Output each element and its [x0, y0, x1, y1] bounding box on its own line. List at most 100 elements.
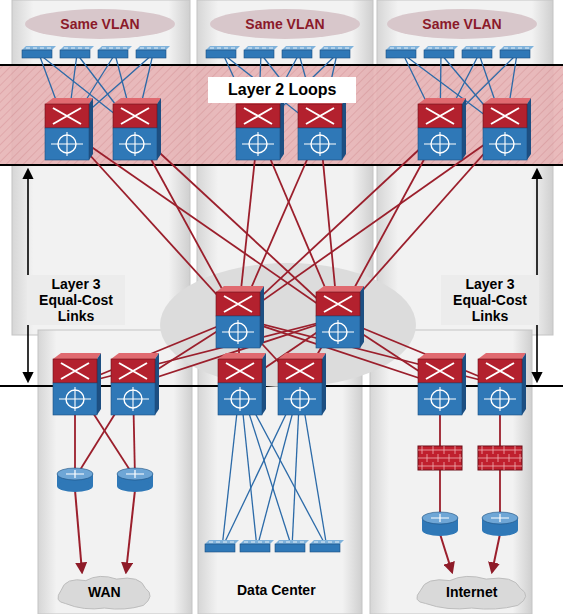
switch-arrows: [306, 108, 334, 124]
switch-arrows: [286, 363, 314, 379]
switch-front: [206, 50, 236, 58]
brick-line: [438, 454, 439, 462]
port-mark: [442, 48, 446, 49]
building-panel: [377, 0, 553, 335]
switch-card: [418, 104, 462, 128]
brick-line: [498, 454, 499, 462]
switch-side: [322, 353, 326, 415]
layer3-switch: [478, 353, 526, 415]
switch-top: [218, 353, 266, 359]
port-mark: [293, 48, 297, 49]
brick-line: [455, 462, 456, 470]
switch-card: [236, 104, 280, 128]
port-mark: [286, 542, 290, 543]
port-mark: [40, 48, 44, 49]
switch-body: [418, 383, 462, 415]
brick-line: [455, 446, 456, 454]
port-mark: [109, 48, 113, 49]
port-mark: [480, 48, 484, 49]
switch-body: [278, 383, 322, 415]
access-switch: [22, 46, 56, 58]
port-mark: [397, 48, 401, 49]
switch-side: [342, 98, 346, 160]
router: [422, 512, 458, 536]
switch-top: [310, 540, 344, 544]
port-mark: [511, 48, 515, 49]
switch-front: [310, 544, 340, 552]
switch-top: [275, 540, 309, 544]
vlan-ellipse: Same VLAN: [210, 9, 360, 39]
switch-front: [275, 544, 305, 552]
switch-side: [262, 353, 266, 415]
switch-front: [244, 50, 274, 58]
switch-front: [500, 50, 530, 58]
switch-card: [478, 359, 522, 383]
brick-line: [482, 462, 483, 470]
switch-side: [89, 98, 93, 160]
switch-card: [113, 104, 157, 128]
switch-card: [418, 359, 462, 383]
switch-body: [418, 128, 462, 160]
switch-body: [216, 316, 260, 348]
port-mark: [161, 48, 165, 49]
switch-front: [205, 544, 235, 552]
router-base: [117, 480, 153, 492]
port-mark: [71, 48, 75, 49]
switch-top: [282, 46, 316, 50]
port-mark: [314, 542, 318, 543]
brick-line: [444, 446, 445, 454]
switch-top: [386, 46, 420, 50]
port-mark: [231, 48, 235, 49]
vlan-ellipse: Same VLAN: [25, 9, 175, 39]
port-mark: [321, 542, 325, 543]
switch-top: [240, 540, 274, 544]
switch-emblem-arrows: [304, 132, 336, 156]
switch-top: [500, 46, 534, 50]
brick-line: [493, 446, 494, 454]
brick-line: [493, 462, 494, 470]
brick-line: [478, 466, 522, 467]
switch-body: [45, 128, 89, 160]
core-cloud: [160, 263, 416, 387]
port-mark: [328, 542, 332, 543]
switch-body: [478, 383, 522, 415]
router-top: [482, 512, 518, 524]
port-mark: [230, 542, 234, 543]
switch-side: [260, 286, 264, 348]
port-mark: [47, 48, 51, 49]
switch-front: [240, 544, 270, 552]
switch-top: [418, 353, 466, 359]
port-mark: [300, 48, 304, 49]
switch-front: [320, 50, 350, 58]
access-switch: [244, 46, 278, 58]
switch-top: [113, 98, 161, 104]
port-mark: [449, 48, 453, 49]
switch-card: [111, 359, 155, 383]
switch-card: [218, 359, 262, 383]
switch-arrows: [426, 363, 454, 379]
core-downlink: [238, 318, 500, 385]
switch-body: [316, 316, 360, 348]
brick-line: [422, 446, 423, 454]
layer3-switch: [316, 286, 364, 348]
switch-top: [136, 46, 170, 50]
switch-top: [205, 540, 239, 544]
switch-body: [483, 128, 527, 160]
port-mark: [265, 542, 269, 543]
switch-top: [216, 286, 264, 292]
access-switch: [310, 540, 344, 552]
port-mark: [248, 48, 252, 49]
access-switch: [424, 46, 458, 58]
switch-body: [111, 383, 155, 415]
port-mark: [411, 48, 415, 49]
port-mark: [224, 48, 228, 49]
exit-arrow: [126, 490, 135, 572]
layer3-switch: [298, 98, 346, 160]
access-switch: [320, 46, 354, 58]
brick-line: [433, 446, 434, 454]
switch-front: [22, 50, 52, 58]
port-mark: [116, 48, 120, 49]
router-arrows: [491, 514, 509, 522]
layer3-switch: [236, 98, 284, 160]
link-caption: Layer 3 Equal-Cost Links: [27, 275, 125, 325]
